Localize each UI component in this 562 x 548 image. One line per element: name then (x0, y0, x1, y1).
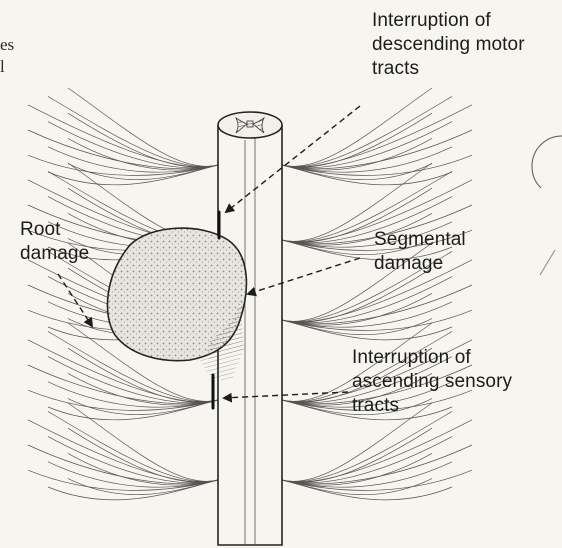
nerve-fiber (28, 130, 218, 169)
root-line-2: damage (20, 242, 89, 266)
nerve-fiber (282, 285, 472, 324)
nerve-fiber (282, 420, 472, 482)
tumor-mass (107, 228, 246, 380)
label-ascending-sensory-tracts: Interruption of ascending sensory tracts (352, 346, 512, 418)
nerve-fiber (28, 420, 218, 482)
descending-line-3: tracts (372, 57, 525, 81)
label-descending-motor-tracts: Interruption of descending motor tracts (372, 9, 525, 81)
root-damage-arrow (58, 274, 92, 326)
cropped-text-line-2: l (0, 56, 14, 78)
nerve-fiber (282, 130, 472, 169)
cropped-margin-text: es l (0, 34, 14, 78)
descending-line-1: Interruption of (372, 9, 525, 33)
cropped-text-line-1: es (0, 34, 14, 56)
margin-circle-fragment (532, 136, 562, 188)
ascending-line-2: ascending sensory (352, 370, 512, 394)
nerve-fiber (48, 96, 218, 166)
descending-line-2: descending motor (372, 33, 525, 57)
ascending-line-1: Interruption of (352, 346, 512, 370)
nerve-fiber (282, 96, 452, 166)
nerve-fiber (282, 105, 472, 167)
margin-stroke (540, 250, 555, 275)
nerve-fiber (28, 365, 218, 404)
nerve-fiber (282, 445, 472, 484)
nerve-fiber (28, 445, 218, 484)
segmental-line-2: damage (374, 252, 466, 276)
label-root-damage: Root damage (20, 218, 89, 266)
ascending-line-3: tracts (352, 394, 512, 418)
nerve-fiber (48, 411, 218, 481)
nerve-fiber (282, 411, 452, 481)
segmental-line-1: Segmental (374, 228, 466, 252)
nerve-fiber (28, 105, 218, 167)
root-line-1: Root (20, 218, 89, 242)
label-segmental-damage: Segmental damage (374, 228, 466, 276)
